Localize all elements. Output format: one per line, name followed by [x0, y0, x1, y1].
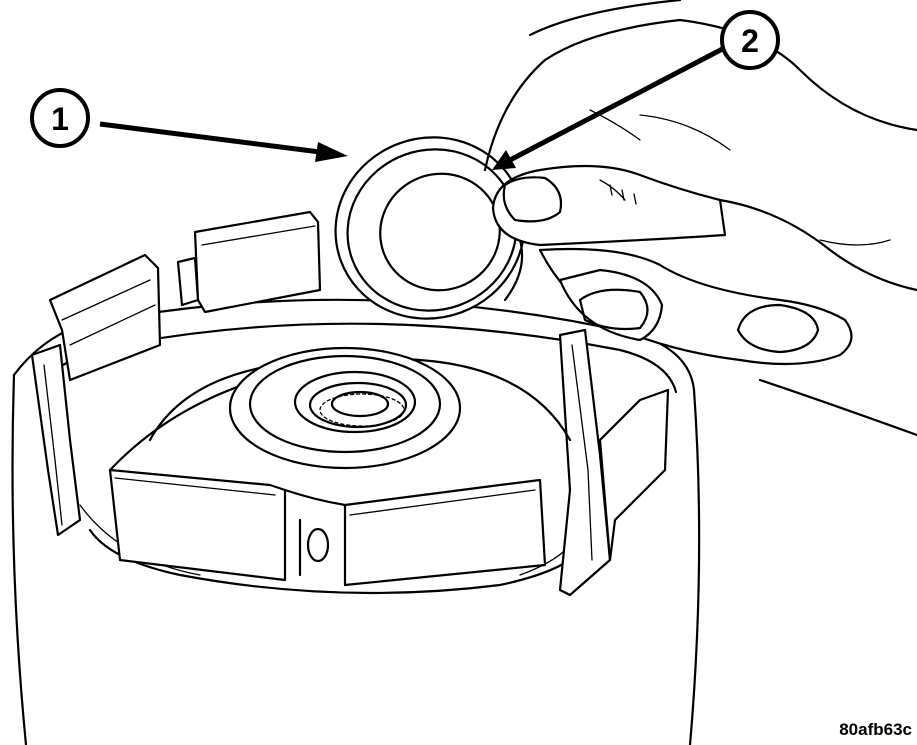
- hub-assembly: [108, 346, 572, 587]
- callout-1: 1: [30, 88, 90, 148]
- figure-id: 80afb63c: [839, 720, 912, 739]
- callout-1-number: 1: [51, 101, 69, 137]
- callout-arrows: [99, 42, 732, 170]
- thrust-washer: [334, 136, 526, 320]
- hand: [483, 0, 917, 437]
- callout-2-number: 2: [741, 23, 759, 59]
- callout-2: 2: [720, 10, 780, 70]
